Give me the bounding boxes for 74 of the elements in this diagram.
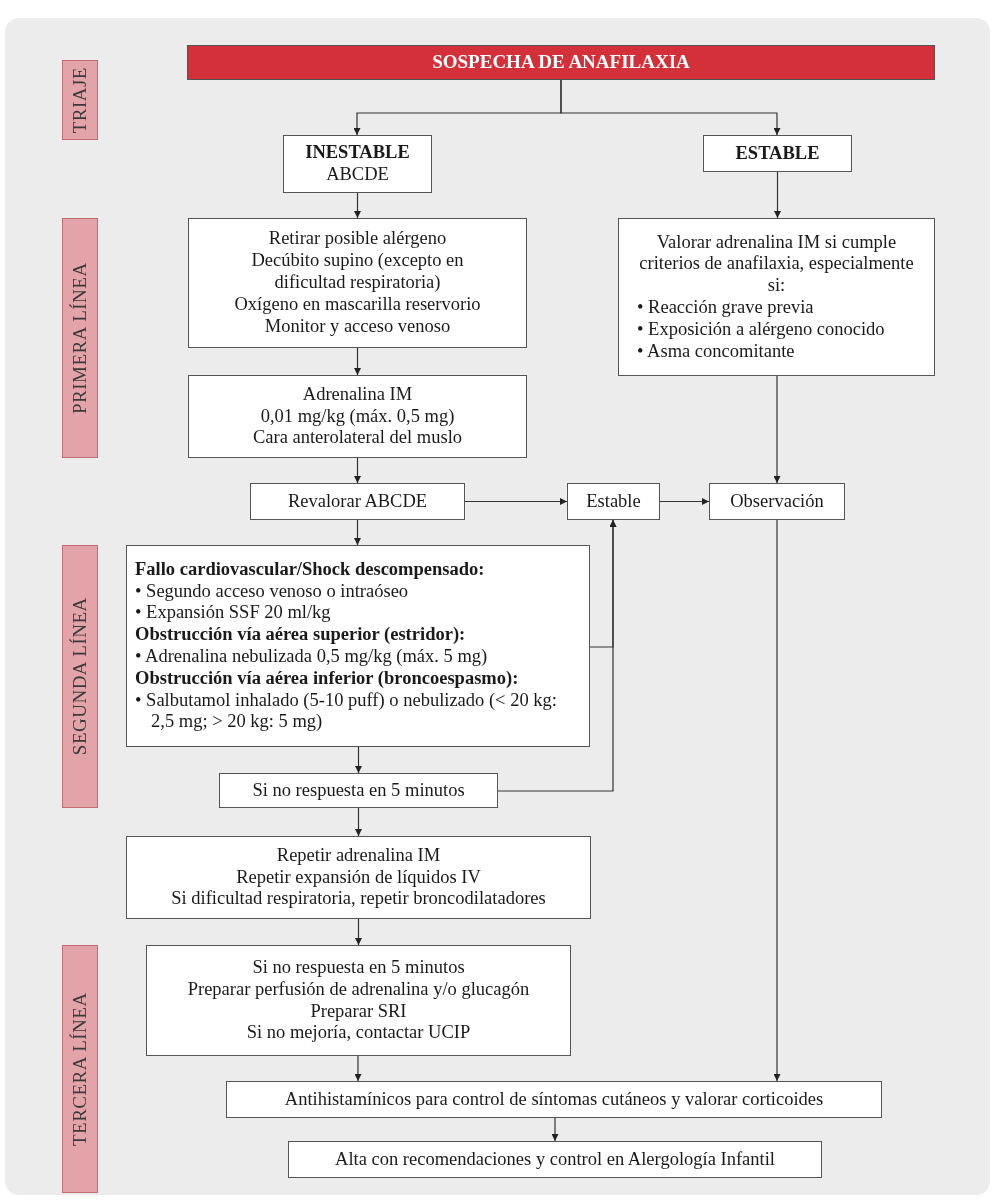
section-label: PRIMERA LÍNEA [68, 262, 91, 414]
arrow [773, 519, 781, 1082]
process-box [226, 1081, 882, 1118]
arrow [497, 519, 617, 792]
arrow [354, 1055, 362, 1082]
box-text: ESTABLE [734, 142, 821, 165]
box-text: Estable [585, 490, 642, 513]
section-label: TERCERA LÍNEA [68, 992, 91, 1146]
box-text: Obstrucción vía aérea inferior (broncoespasmo): [135, 667, 520, 690]
title-bar [187, 45, 935, 80]
process-box [126, 836, 591, 919]
process-box [709, 483, 845, 520]
title-text: SOSPECHA DE ANAFILAXIA [431, 51, 691, 74]
box-text: Observación [729, 490, 825, 513]
box-text: Repetir expansión de líquidos IV [235, 866, 482, 889]
section-label: TRIAJE [68, 66, 91, 134]
box-text: Si no respuesta en 5 minutos [251, 956, 466, 979]
arrow [355, 746, 362, 774]
process-box [703, 135, 852, 172]
box-text: • Reacción grave previa [637, 297, 815, 319]
box-text: • Asma concomitante [637, 340, 796, 363]
arrow [354, 347, 361, 376]
arrow [659, 498, 710, 505]
box-text: Si dificultad respiratoria, repetir broncodilatadores [170, 888, 547, 911]
section-band [62, 545, 98, 808]
box-text: Decúbito supino (excepto en dificultad respiratoria) [250, 250, 465, 294]
process-box [288, 1141, 822, 1178]
box-text: Revalorar ABCDE [286, 490, 429, 513]
box-text: • Salbutamol inhalado (5-10 puff) o nebulizado (< 20 kg: 2,5 mg; > 20 kg: 5 mg) [135, 689, 558, 734]
box-text: Repetir adrenalina IM [275, 844, 442, 867]
box-text: Retirar posible alérgeno [267, 228, 448, 251]
process-box [188, 218, 527, 348]
box-text: Preparar perfusión de adrenalina y/o glucagón [186, 978, 531, 1001]
box-text: Cara anterolateral del muslo [251, 427, 464, 450]
process-box [126, 545, 590, 747]
arrow [774, 171, 781, 219]
section-band [62, 945, 98, 1193]
process-box [250, 483, 465, 520]
box-text: • Adrenalina nebulizada 0,5 mg/kg (máx. 5 mg) [135, 646, 489, 668]
process-box [618, 218, 935, 376]
box-text: Si no respuesta en 5 minutos [251, 779, 466, 802]
box-text: Oxígeno en mascarilla reservorio [233, 293, 482, 316]
box-text: ABCDE [325, 164, 390, 186]
box-text: • Expansión SSF 20 ml/kg [135, 602, 332, 625]
box-text: INESTABLE [304, 142, 411, 164]
box-text: Monitor y acceso venoso [263, 315, 452, 338]
arrow [551, 1117, 559, 1142]
process-box [567, 483, 660, 520]
arrow [355, 918, 362, 946]
box-text: 0,01 mg/kg (máx. 0,5 mg) [259, 405, 456, 428]
arrow [773, 375, 781, 484]
arrow [464, 498, 568, 505]
box-text: Obstrucción vía aérea superior (estridor): [135, 624, 467, 646]
process-box [188, 375, 527, 458]
section-band [62, 218, 98, 458]
arrow [354, 192, 361, 219]
process-box [146, 945, 571, 1056]
arrow [560, 79, 781, 136]
process-box [219, 773, 498, 808]
arrow [354, 519, 361, 546]
box-text: Valorar adrenalina IM si cumple criterios de anafilaxia, especialmente si: [638, 231, 915, 297]
arrow [354, 457, 361, 484]
box-text: Preparar SRI [309, 1000, 408, 1023]
box-text: Alta con recomendaciones y control en Alergología Infantil [334, 1148, 776, 1171]
section-band [62, 60, 98, 140]
box-text: Adrenalina IM [301, 383, 414, 406]
arrow [355, 807, 362, 837]
box-text: Antihistamínicos para control de síntomas cutáneos y valorar corticoides [283, 1088, 825, 1111]
box-text: • Segundo acceso venoso o intraóseo [135, 580, 410, 603]
box-text: Si no mejoría, contactar UCIP [245, 1022, 472, 1045]
box-text: • Exposición a alérgeno conocido [637, 318, 886, 341]
box-text: Fallo cardiovascular/Shock descompensado: [135, 558, 486, 581]
process-box [283, 135, 432, 193]
section-label: SEGUNDA LÍNEA [68, 597, 91, 756]
